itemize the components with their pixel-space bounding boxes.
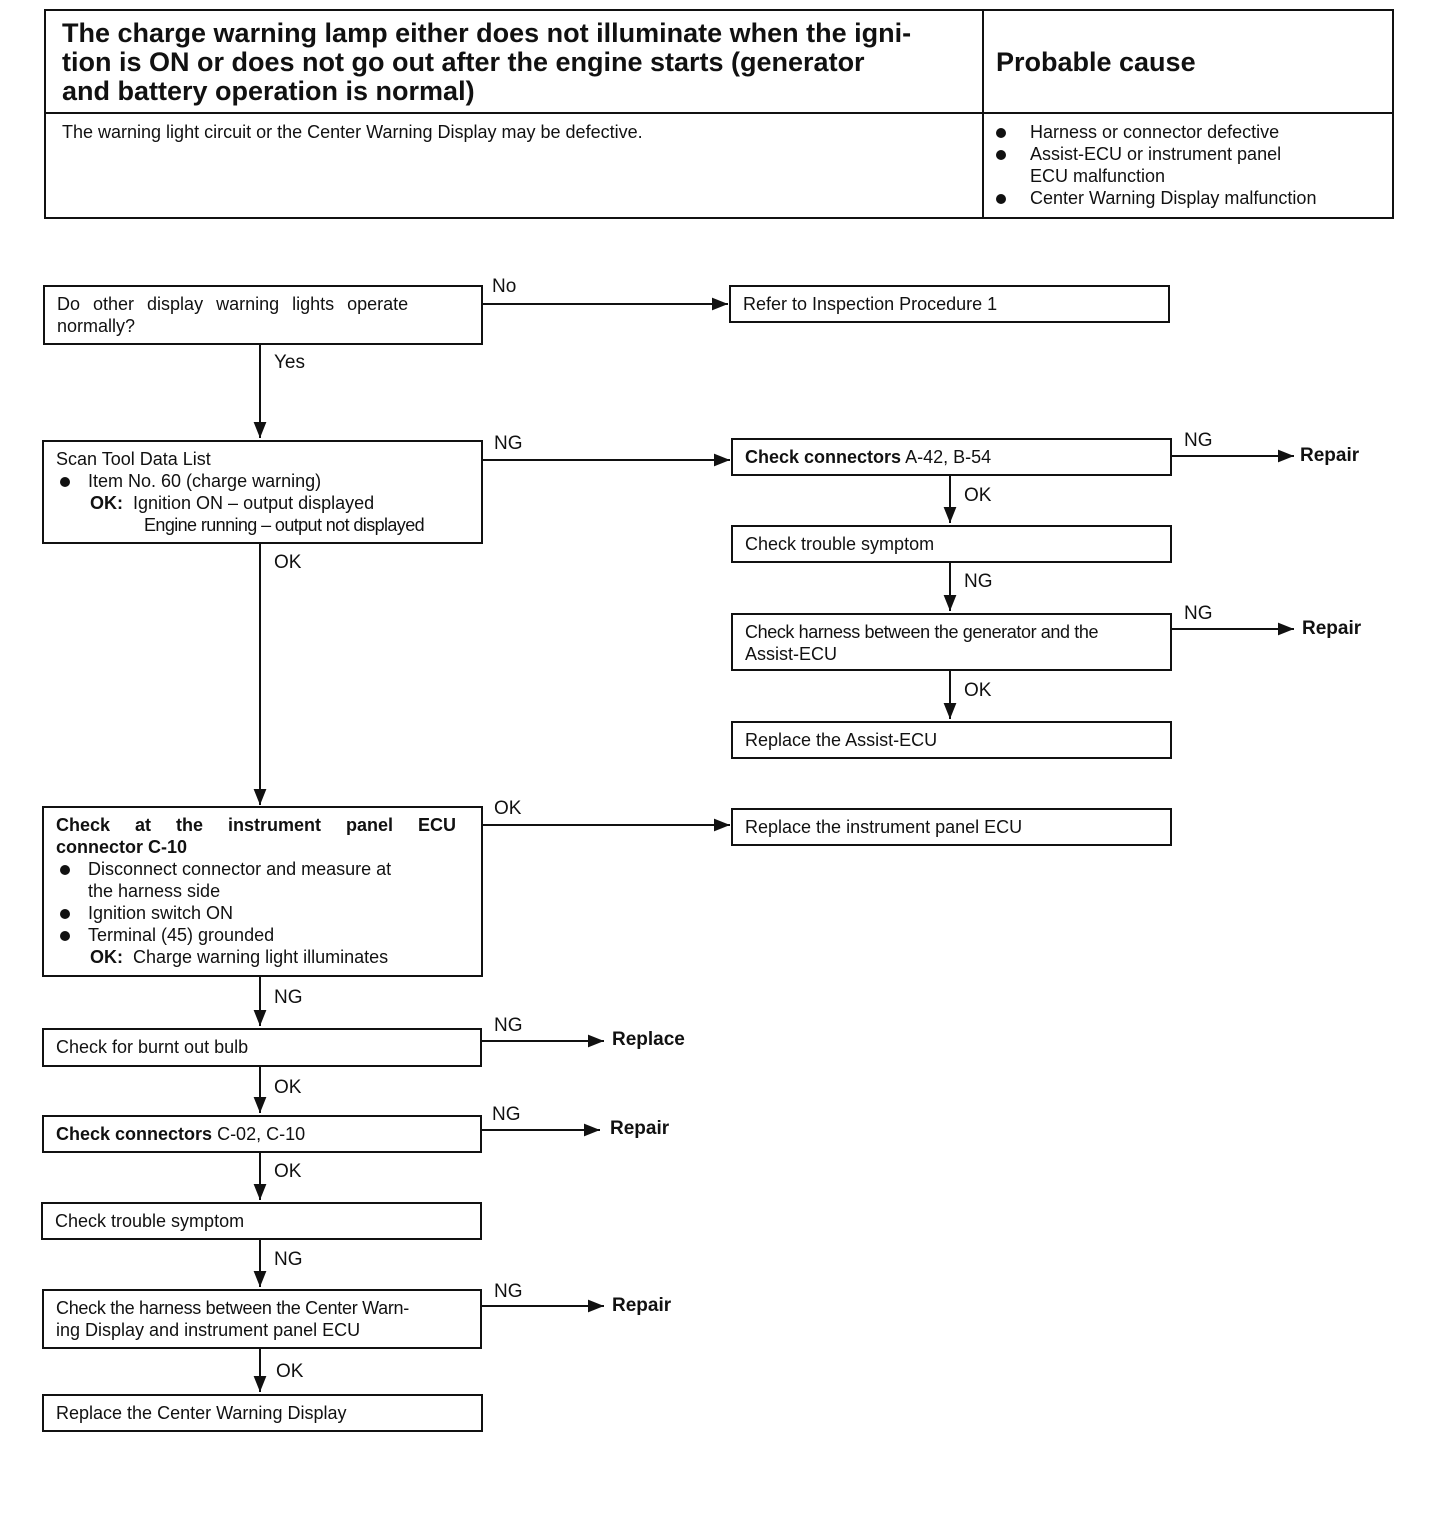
symptom-description: The warning light circuit or the Center …: [62, 122, 643, 142]
label-ok-harness-gen: OK: [964, 680, 992, 701]
check-harness-generator-box: Check harness between the generator and …: [731, 613, 1172, 671]
terminal-repair-a42: Repair: [1300, 445, 1360, 466]
probable-cause-heading: Probable cause: [996, 47, 1196, 77]
label-ng-c02: NG: [492, 1104, 521, 1125]
label-ng-bulb: NG: [494, 1015, 523, 1036]
cause-item: Center Warning Display malfunction: [992, 187, 1392, 209]
label-ok-harness-cwd: OK: [276, 1361, 304, 1382]
check-ip-ecu-box: Check at the instrument panel ECU connec…: [42, 806, 483, 977]
symptom-heading: The charge warning lamp either does not …: [62, 18, 912, 106]
check-trouble-symptom-1-box: Check trouble symptom: [731, 525, 1172, 563]
replace-assist-ecu-box: Replace the Assist-ECU: [731, 721, 1172, 759]
bullet-icon: [56, 858, 78, 902]
label-ng-harness-cwd: NG: [494, 1281, 523, 1302]
terminal-repair-harness-gen: Repair: [1302, 618, 1362, 639]
label-ok-c02: OK: [274, 1161, 302, 1182]
bullet-icon: [56, 470, 78, 492]
table-horizontal-divider: [46, 112, 1392, 114]
scan-tool-box: Scan Tool Data List Item No. 60 (charge …: [42, 440, 483, 544]
label-ng-a42: NG: [1184, 430, 1213, 451]
check-bulb-box: Check for burnt out bulb: [42, 1028, 482, 1067]
replace-ip-ecu-box: Replace the instrument panel ECU: [731, 808, 1172, 846]
label-ng-trouble2: NG: [274, 1249, 303, 1270]
label-ng-trouble1: NG: [964, 571, 993, 592]
bullet-icon: [56, 924, 78, 946]
check-connectors-c02-box: Check connectors C-02, C-10: [42, 1115, 482, 1153]
check-connectors-a42-box: Check connectors A-42, B-54: [731, 438, 1172, 476]
refer-procedure-box: Refer to Inspection Procedure 1: [729, 285, 1170, 323]
label-ok-scan: OK: [274, 552, 302, 573]
label-ok-a42: OK: [964, 485, 992, 506]
bullet-icon: [56, 902, 78, 924]
label-ok-bulb: OK: [274, 1077, 302, 1098]
cause-item: Harness or connector defective: [992, 121, 1392, 143]
label-ng-ip: NG: [274, 987, 303, 1008]
label-yes: Yes: [274, 352, 305, 373]
replace-cwd-box: Replace the Center Warning Display: [42, 1394, 483, 1432]
label-ng-scan: NG: [494, 433, 523, 454]
terminal-repair-c02: Repair: [610, 1118, 670, 1139]
question-other-lights-box: Do other display warning lights operate …: [43, 285, 483, 345]
label-no: No: [492, 276, 517, 297]
terminal-repair-harness-cwd: Repair: [612, 1295, 672, 1316]
header-table: The charge warning lamp either does not …: [44, 9, 1394, 219]
check-trouble-symptom-2-box: Check trouble symptom: [41, 1202, 482, 1240]
probable-cause-list: Harness or connector defective Assist-EC…: [992, 121, 1392, 209]
label-ng-harness-gen: NG: [1184, 603, 1213, 624]
label-ok-ip: OK: [494, 798, 522, 819]
table-vertical-divider: [982, 11, 984, 217]
terminal-replace-bulb: Replace: [612, 1029, 685, 1050]
check-harness-cwd-box: Check the harness between the Center War…: [42, 1289, 482, 1349]
